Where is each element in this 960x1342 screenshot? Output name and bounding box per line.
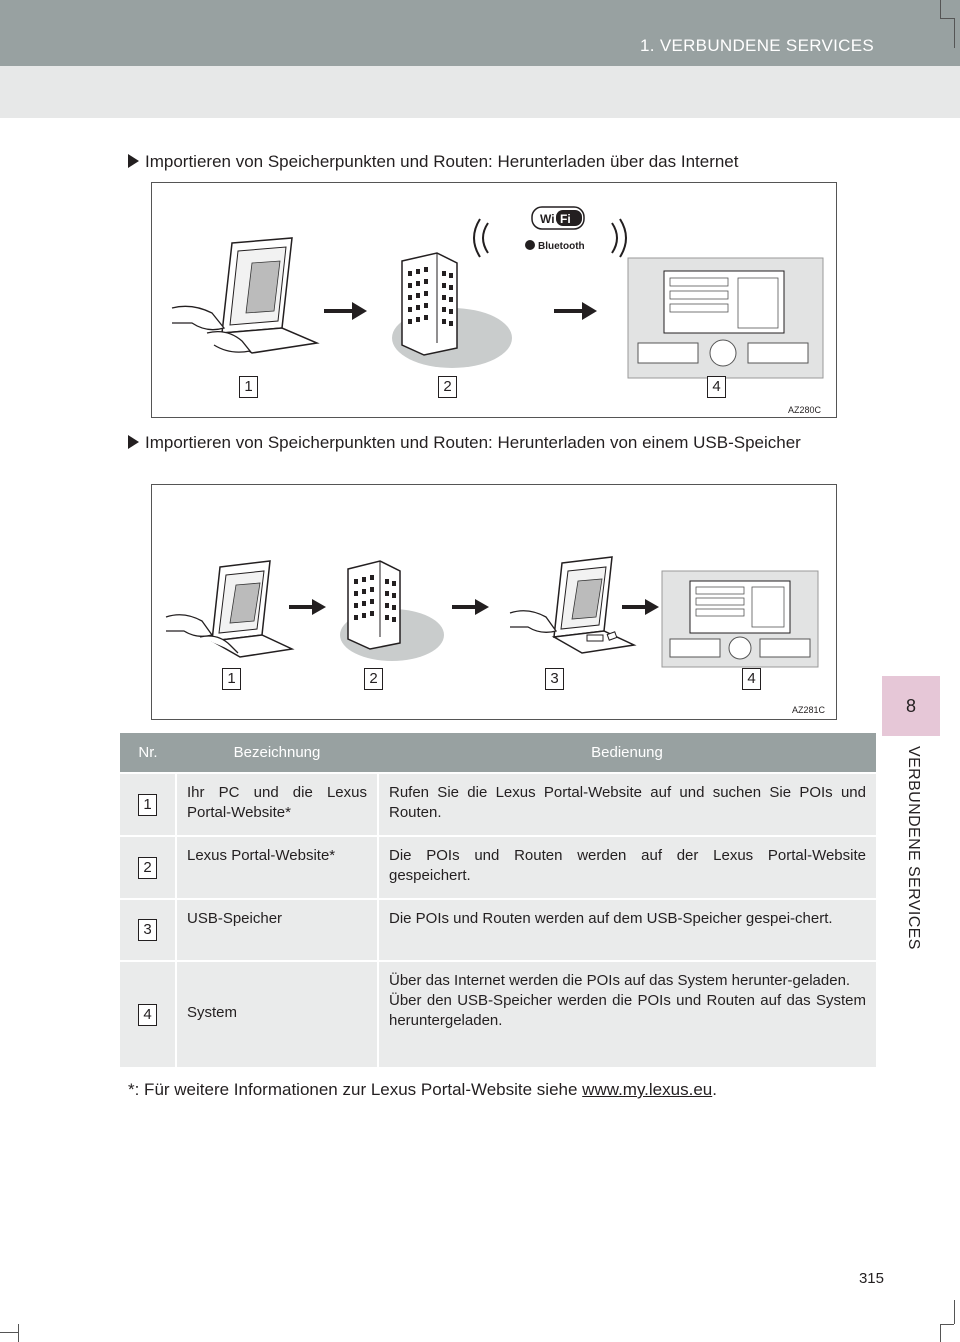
step-number-3: 3 — [545, 668, 564, 690]
bullet-usb: Importieren von Speicherpunkten und Rout… — [128, 432, 838, 454]
row-number-cell: 2 — [120, 835, 177, 899]
bullet-text: Importieren von Speicherpunkten und Rout… — [145, 433, 801, 452]
laptop-icon — [171, 237, 320, 354]
row-number-cell: 1 — [120, 772, 177, 836]
laptop-usb-icon — [509, 556, 637, 654]
crop-mark — [954, 1300, 955, 1324]
name-cell: Lexus Portal-Website* — [176, 835, 379, 899]
crop-mark — [954, 18, 955, 48]
figure-internet-download: Wi Fi Bluetooth 1 2 4 AZ280C — [151, 182, 837, 418]
figure-usb-download: 1 2 3 4 AZ281C — [151, 484, 837, 720]
step-number-2: 2 — [438, 376, 457, 398]
chapter-label: VERBUNDENE SERVICES — [905, 746, 922, 950]
figure-code: AZ280C — [788, 405, 822, 415]
footnote: *: Für weitere Informationen zur Lexus P… — [128, 1080, 717, 1100]
name-cell: Ihr PC und die Lexus Portal-Website* — [176, 772, 379, 836]
table-row: 2 Lexus Portal-Website* Die POIs und Rou… — [120, 835, 876, 899]
bullet-internet: Importieren von Speicherpunkten und Rout… — [128, 151, 838, 173]
signal-waves-icon — [473, 218, 627, 258]
column-header-nr: Nr. — [120, 733, 176, 773]
row-number-cell: 4 — [120, 960, 177, 1067]
step-number-1: 1 — [222, 668, 241, 690]
crop-mark — [0, 1332, 18, 1333]
table-header-row: Nr. Bezeichnung Bedienung — [120, 733, 876, 773]
crop-mark — [940, 18, 954, 19]
row-number: 3 — [138, 919, 157, 941]
crop-mark — [18, 1324, 19, 1342]
wifi-logo-icon: Wi Fi — [531, 206, 585, 230]
triangle-bullet-icon — [128, 435, 139, 449]
figure-illustration: Wi Fi Bluetooth — [171, 206, 824, 379]
crop-mark — [940, 1324, 954, 1325]
operation-text: Über den USB-Speicher werden die POIs un… — [389, 992, 866, 1029]
svg-text:Wi: Wi — [540, 212, 555, 226]
chapter-tab: 8 — [882, 676, 940, 736]
car-display-icon — [627, 257, 824, 379]
name-cell: System — [176, 960, 379, 1067]
step-number-1: 1 — [239, 376, 258, 398]
crop-mark — [940, 1324, 941, 1342]
crop-mark — [940, 0, 941, 18]
step-number-2: 2 — [364, 668, 383, 690]
footnote-text: *: Für weitere Informationen zur Lexus P… — [128, 1080, 583, 1099]
footnote-suffix: . — [712, 1080, 717, 1099]
step-number-4: 4 — [742, 668, 761, 690]
table-row: 4 System Über das Internet werden die PO… — [120, 960, 876, 1067]
figure-code: AZ281C — [792, 705, 826, 715]
operation-cell: Die POIs und Routen werden auf dem USB-S… — [378, 898, 876, 961]
step-number-4: 4 — [707, 376, 726, 398]
svg-text:Fi: Fi — [560, 212, 571, 226]
chapter-number: 8 — [905, 695, 916, 716]
header-bar — [0, 0, 960, 66]
operation-text: Über das Internet werden die POIs auf da… — [389, 972, 851, 989]
arrow-icon — [324, 302, 367, 320]
lexus-portal-link[interactable]: www.my.lexus.eu — [582, 1080, 713, 1099]
row-number: 2 — [138, 856, 157, 879]
column-header-operation: Bedienung — [378, 733, 876, 773]
row-number: 4 — [138, 1003, 157, 1026]
row-number-cell: 3 — [120, 898, 177, 961]
table-row: 1 Ihr PC und die Lexus Portal-Website* R… — [120, 772, 876, 836]
arrow-icon — [452, 599, 489, 615]
name-cell: USB-Speicher — [176, 898, 379, 961]
operation-cell: Über das Internet werden die POIs auf da… — [378, 960, 876, 1067]
laptop-icon — [165, 560, 295, 658]
table-row: 3 USB-Speicher Die POIs und Routen werde… — [120, 898, 876, 961]
section-title: 1. VERBUNDENE SERVICES — [640, 36, 874, 55]
bluetooth-logo-icon: Bluetooth — [525, 240, 585, 252]
building-icon — [392, 252, 512, 368]
arrow-icon — [289, 599, 326, 615]
svg-text:Bluetooth: Bluetooth — [538, 241, 585, 252]
operation-cell: Die POIs und Routen werden auf der Lexus… — [378, 835, 876, 899]
building-icon — [340, 560, 444, 661]
arrow-icon — [622, 599, 659, 615]
page-number: 315 — [858, 1270, 884, 1287]
triangle-bullet-icon — [128, 154, 139, 168]
row-number: 1 — [138, 793, 157, 816]
operation-cell: Rufen Sie die Lexus Portal-Website auf u… — [378, 772, 876, 836]
bullet-text: Importieren von Speicherpunkten und Rout… — [145, 152, 739, 171]
arrow-icon — [554, 302, 597, 320]
car-display-icon — [661, 570, 819, 668]
figure-illustration — [165, 556, 819, 668]
header-band — [0, 66, 960, 118]
column-header-name: Bezeichnung — [176, 733, 378, 773]
steps-table: Nr. Bezeichnung Bedienung 1 Ihr PC und d… — [120, 733, 876, 1067]
